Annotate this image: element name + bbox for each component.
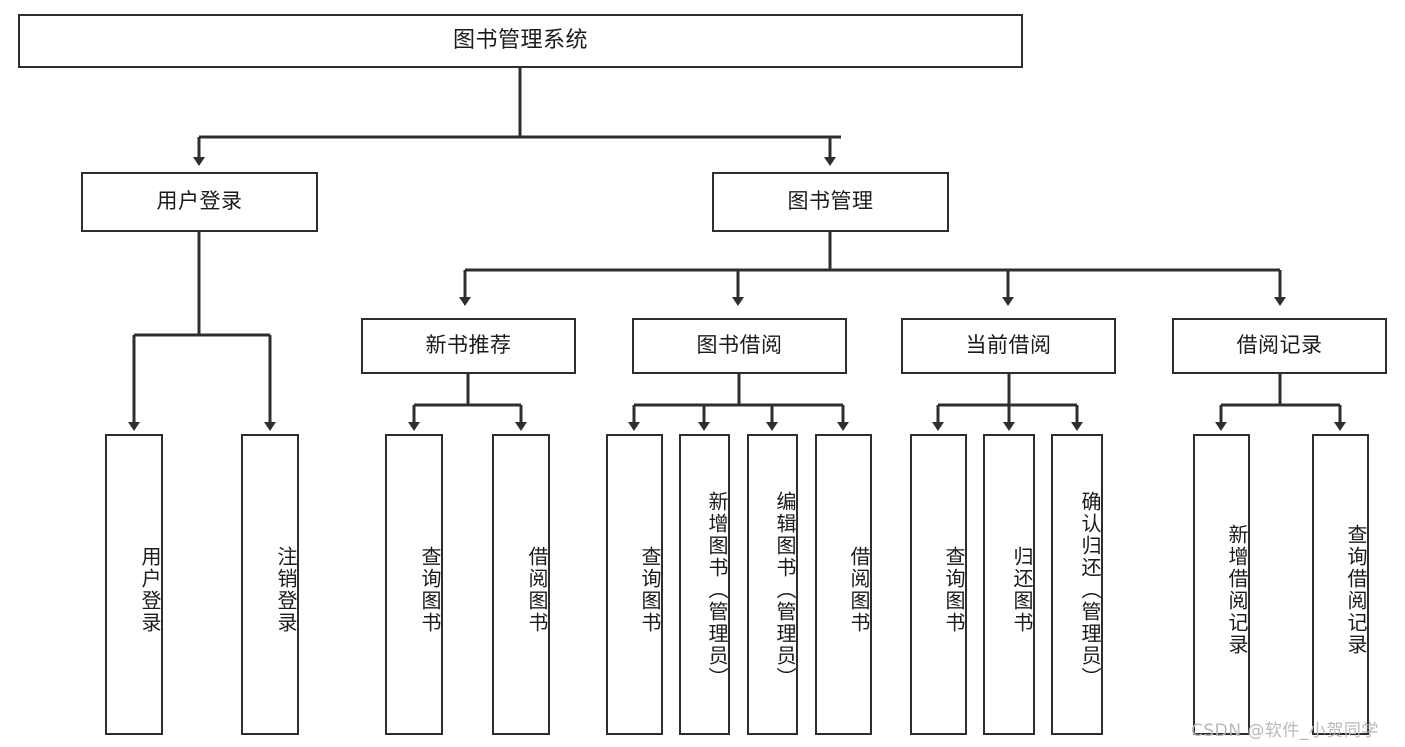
leaf-current-borrow-query[interactable]: 查询图书: [910, 434, 967, 735]
leaf-current-borrow-return[interactable]: 归还图书: [983, 434, 1035, 735]
leaf-current-borrow-confirm-return-admin[interactable]: 确认归还（管理员）: [1051, 434, 1103, 735]
node-label: 借阅图书: [847, 545, 871, 634]
node-label: 注销登录: [274, 545, 298, 634]
leaf-book-borrow-query[interactable]: 查询图书: [606, 434, 663, 735]
node-label: 借阅图书: [525, 545, 549, 634]
node-label: 查询图书: [638, 545, 662, 634]
node-label: 归还图书: [1010, 545, 1034, 634]
node-book-management[interactable]: 图书管理: [712, 172, 949, 232]
node-label: 查询借阅记录: [1344, 523, 1368, 656]
leaf-book-borrow-edit-admin[interactable]: 编辑图书（管理员）: [747, 434, 798, 735]
node-root-book-management-system[interactable]: 图书管理系统: [18, 14, 1023, 68]
node-label: 查询图书: [418, 545, 442, 634]
node-label: 用户登录: [156, 189, 243, 214]
node-label: 新增图书（管理员）: [705, 490, 729, 689]
node-current-borrow[interactable]: 当前借阅: [901, 318, 1116, 374]
node-label: 确认归还（管理员）: [1078, 490, 1102, 689]
node-label: 新书推荐: [425, 333, 512, 358]
leaf-borrow-record-add[interactable]: 新增借阅记录: [1193, 434, 1250, 735]
leaf-book-borrow-borrow[interactable]: 借阅图书: [815, 434, 872, 735]
node-user-login[interactable]: 用户登录: [81, 172, 318, 232]
node-label: 查询图书: [942, 545, 966, 634]
node-borrow-record[interactable]: 借阅记录: [1172, 318, 1387, 374]
node-new-book-recommend[interactable]: 新书推荐: [361, 318, 576, 374]
leaf-borrow-record-query[interactable]: 查询借阅记录: [1312, 434, 1369, 735]
node-label: 编辑图书（管理员）: [773, 490, 797, 689]
leaf-user-login-logout[interactable]: 注销登录: [241, 434, 299, 735]
node-label: 图书管理: [787, 189, 874, 214]
leaf-new-book-query[interactable]: 查询图书: [385, 434, 443, 735]
leaf-new-book-borrow[interactable]: 借阅图书: [492, 434, 550, 735]
node-label: 图书借阅: [696, 333, 783, 358]
node-label: 新增借阅记录: [1225, 523, 1249, 656]
node-label: 图书管理系统: [452, 27, 588, 53]
leaf-book-borrow-add-admin[interactable]: 新增图书（管理员）: [679, 434, 730, 735]
node-book-borrow[interactable]: 图书借阅: [632, 318, 847, 374]
node-label: 当前借阅: [965, 333, 1052, 358]
csdn-watermark: CSDN @软件_小贺同学: [1191, 721, 1379, 741]
leaf-user-login-login[interactable]: 用户登录: [105, 434, 163, 735]
node-label: 借阅记录: [1236, 333, 1323, 358]
node-label: 用户登录: [138, 545, 162, 634]
